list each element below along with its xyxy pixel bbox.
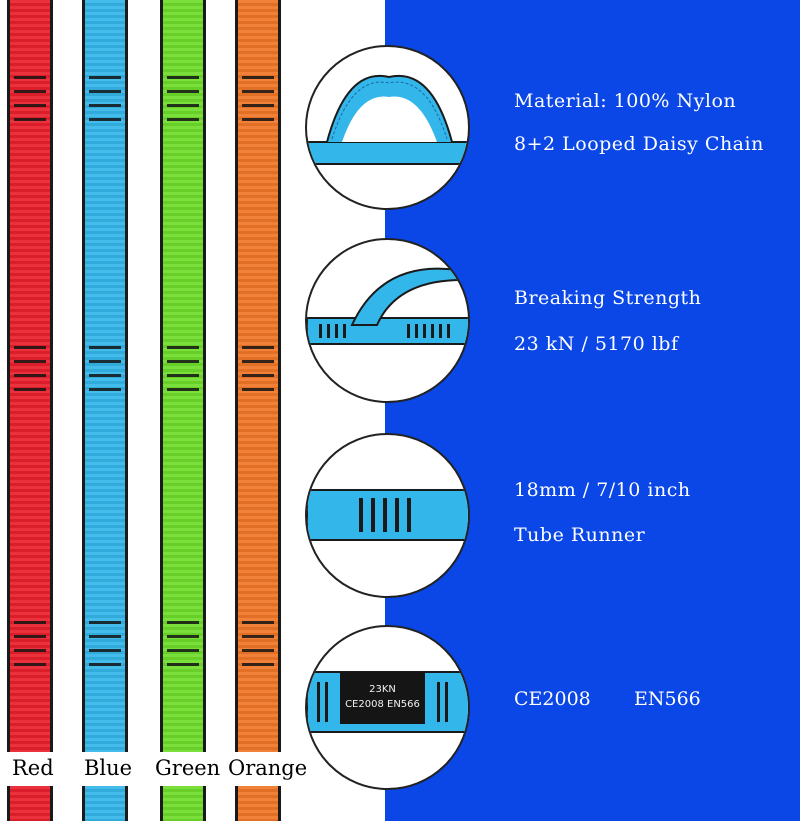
loop-detail-illustration — [307, 74, 468, 165]
breaking-strength-title: Breaking Strength — [514, 287, 702, 309]
daisy-loop-illustration — [307, 267, 468, 345]
material-text: Material: 100% Nylon — [514, 90, 737, 112]
ce-certification-text: CE2008 — [514, 688, 591, 710]
stitching-illustration — [307, 489, 468, 541]
certification-tag: 23KN CE2008 EN566 — [340, 672, 425, 724]
green-strap — [160, 0, 206, 821]
blue-strap-bartack — [89, 70, 121, 126]
swatch-label-strip — [0, 752, 320, 786]
green-strap-bartack — [167, 70, 199, 126]
red-strap-bartack — [14, 70, 46, 126]
orange-strap — [235, 0, 281, 821]
swatch-label-red: Red — [12, 756, 54, 780]
orange-strap-bartack — [242, 70, 274, 126]
swatch-label-green: Green — [155, 756, 221, 780]
runner-type-text: Tube Runner — [514, 524, 646, 546]
breaking-strength-value: 23 kN / 5170 lbf — [514, 333, 679, 355]
loop-detail-image — [305, 45, 470, 210]
width-text: 18mm / 7/10 inch — [514, 479, 691, 501]
daisy-loop-detail-image — [305, 238, 470, 403]
swatch-label-blue: Blue — [84, 756, 133, 780]
daisy-chain-text: 8+2 Looped Daisy Chain — [514, 133, 764, 155]
orange-strap-bartack — [242, 340, 274, 396]
tag-strength-text: 23KN — [369, 684, 396, 695]
blue-strap-bartack — [89, 615, 121, 671]
orange-strap-bartack — [242, 615, 274, 671]
red-strap — [7, 0, 53, 821]
red-strap-bartack — [14, 340, 46, 396]
stitching-detail-image — [305, 433, 470, 598]
green-strap-bartack — [167, 340, 199, 396]
green-strap-bartack — [167, 615, 199, 671]
tag-standards-text: CE2008 EN566 — [345, 699, 420, 710]
blue-strap-bartack — [89, 340, 121, 396]
blue-strap — [82, 0, 128, 821]
en-certification-text: EN566 — [634, 688, 701, 710]
swatch-label-orange: Orange — [228, 756, 308, 780]
red-strap-bartack — [14, 615, 46, 671]
label-tag-detail-image: 23KN CE2008 EN566 — [305, 625, 470, 790]
